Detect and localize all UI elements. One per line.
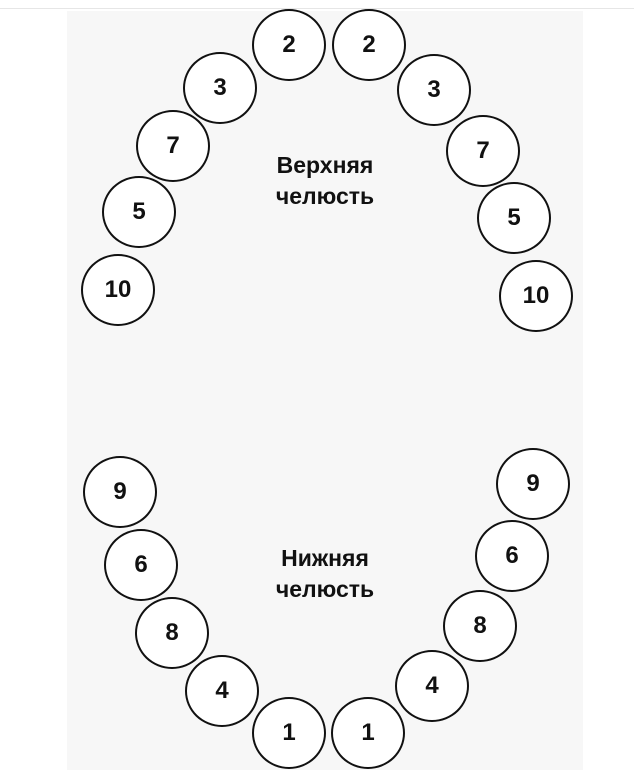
tooth-upper-left-2: 3 — [183, 52, 257, 124]
lower-jaw-label-line1: Нижняя — [281, 545, 369, 571]
tooth-lower-left-2: 4 — [185, 655, 259, 727]
tooth-upper-right-5: 10 — [499, 260, 573, 332]
tooth-upper-right-1: 2 — [332, 9, 406, 81]
tooth-lower-right-5: 9 — [496, 448, 570, 520]
tooth-upper-left-5: 10 — [81, 254, 155, 326]
upper-jaw-label-line2: челюсть — [275, 183, 375, 209]
top-divider — [0, 8, 634, 9]
tooth-upper-left-4: 5 — [102, 176, 176, 248]
tooth-lower-right-4: 6 — [475, 520, 549, 592]
tooth-lower-left-5: 9 — [83, 456, 157, 528]
tooth-lower-left-4: 6 — [104, 529, 178, 601]
tooth-upper-right-2: 3 — [397, 54, 471, 126]
tooth-lower-left-3: 8 — [135, 597, 209, 669]
lower-jaw-label-line2: челюсть — [275, 576, 375, 602]
lower-jaw-label: Нижняя челюсть — [225, 543, 425, 605]
tooth-lower-right-2: 4 — [395, 650, 469, 722]
tooth-upper-right-3: 7 — [446, 115, 520, 187]
upper-jaw-label-line1: Верхняя — [276, 152, 374, 178]
tooth-upper-left-1: 2 — [252, 9, 326, 81]
tooth-upper-right-4: 5 — [477, 182, 551, 254]
tooth-lower-right-1: 1 — [331, 697, 405, 769]
tooth-lower-left-1: 1 — [252, 697, 326, 769]
tooth-lower-right-3: 8 — [443, 590, 517, 662]
upper-jaw-label: Верхняя челюсть — [225, 150, 425, 212]
tooth-upper-left-3: 7 — [136, 110, 210, 182]
